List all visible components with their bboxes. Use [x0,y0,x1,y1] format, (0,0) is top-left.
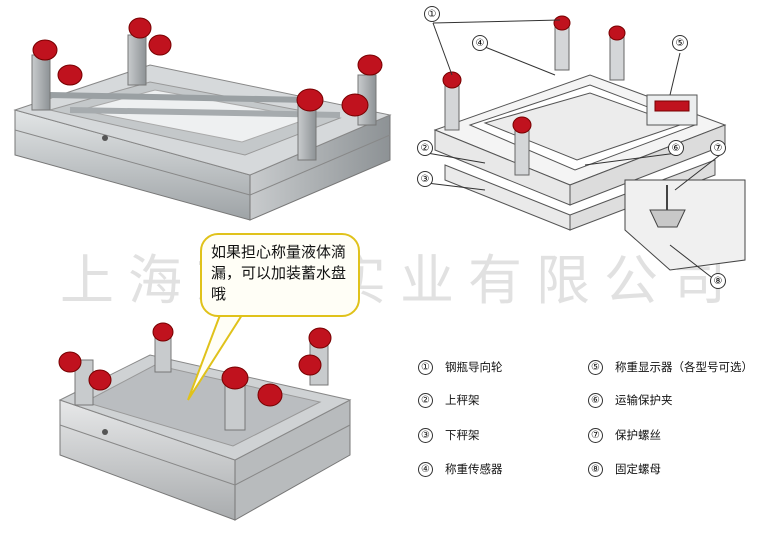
legend-item-1: ① 钢瓶导向轮 [418,356,503,378]
drip-tray-callout: 如果担心称量液体滴漏，可以加装蓄水盘哦 [200,233,360,317]
cylinder-scale-photo-top [13,17,392,221]
legend-item-5: ⑤ 称重显示器（各型号可选） [588,356,753,378]
legend-item-7: ⑦ 保护螺丝 [588,424,661,446]
legend-item-4: ④ 称重传感器 [418,458,503,480]
exploded-diagram [426,15,746,281]
diagram-number-7: ⑦ [710,140,726,156]
diagram-number-6: ⑥ [668,140,684,156]
diagram-number-8: ⑧ [710,273,726,289]
diagram-number-2: ② [417,140,433,156]
diagram-number-5: ⑤ [672,35,688,51]
company-watermark: 上海志衡实业有限公司 [60,249,740,312]
cylinder-scale-photo-bottom [58,322,352,521]
legend-item-2: ② 上秤架 [418,389,480,411]
diagram-number-4: ④ [472,35,488,51]
legend-item-6: ⑥ 运输保护夹 [588,389,673,411]
diagram-number-1: ① [424,6,440,22]
legend-item-3: ③ 下秤架 [418,424,480,446]
legend-item-8: ⑧ 固定螺母 [588,458,661,480]
diagram-number-3: ③ [417,171,433,187]
